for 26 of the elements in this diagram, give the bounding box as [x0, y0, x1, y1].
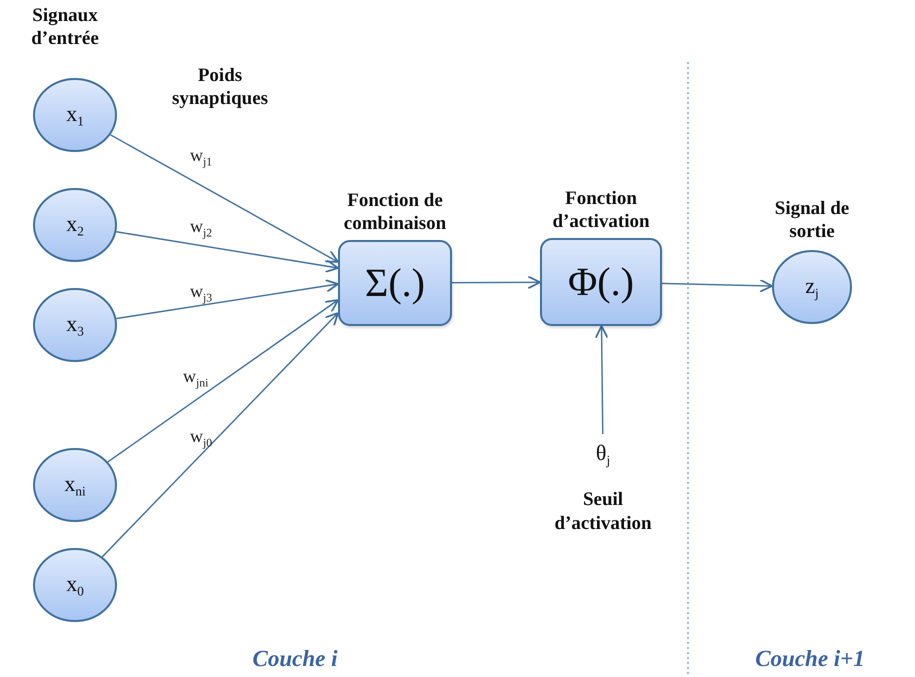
- weight-label: w$_{j3}$: [190, 281, 212, 305]
- arrow: [110, 134, 339, 263]
- weight-label: w$_{j0}$: [190, 426, 212, 450]
- weight-label: w$_{j1}$: [190, 145, 212, 169]
- neuron-circle: x$_{1}$: [33, 78, 117, 152]
- neuron-circle: x$_{2}$: [33, 188, 117, 262]
- section-heading: Signaux d’entrée: [30, 5, 100, 51]
- neuron-circle: x$_{ni}$: [33, 448, 117, 522]
- weight-label: w$_{j2}$: [190, 216, 212, 240]
- arrow: [452, 275, 541, 290]
- threshold-caption: Seuil d’activation: [553, 488, 653, 536]
- arrow: [116, 279, 339, 320]
- layer-label: Couche i: [252, 645, 338, 673]
- section-heading: Poids synaptiques: [170, 65, 270, 111]
- layer-label: Couche i+1: [754, 645, 866, 673]
- arrow: [662, 278, 773, 293]
- function-heading: Fonction d’activation: [551, 188, 651, 234]
- function-heading: Fonction de combinaison: [342, 190, 448, 236]
- arrow: [594, 325, 609, 434]
- arrow: [116, 231, 339, 273]
- weight-label: w$_{jni}$: [183, 366, 208, 390]
- neuron-circle: x$_{3}$: [33, 288, 117, 362]
- arrow: [102, 312, 339, 558]
- neuron-circle: x$_{0}$: [33, 548, 117, 622]
- function-heading: Signal de sortie: [774, 198, 850, 244]
- arrow: [107, 299, 339, 462]
